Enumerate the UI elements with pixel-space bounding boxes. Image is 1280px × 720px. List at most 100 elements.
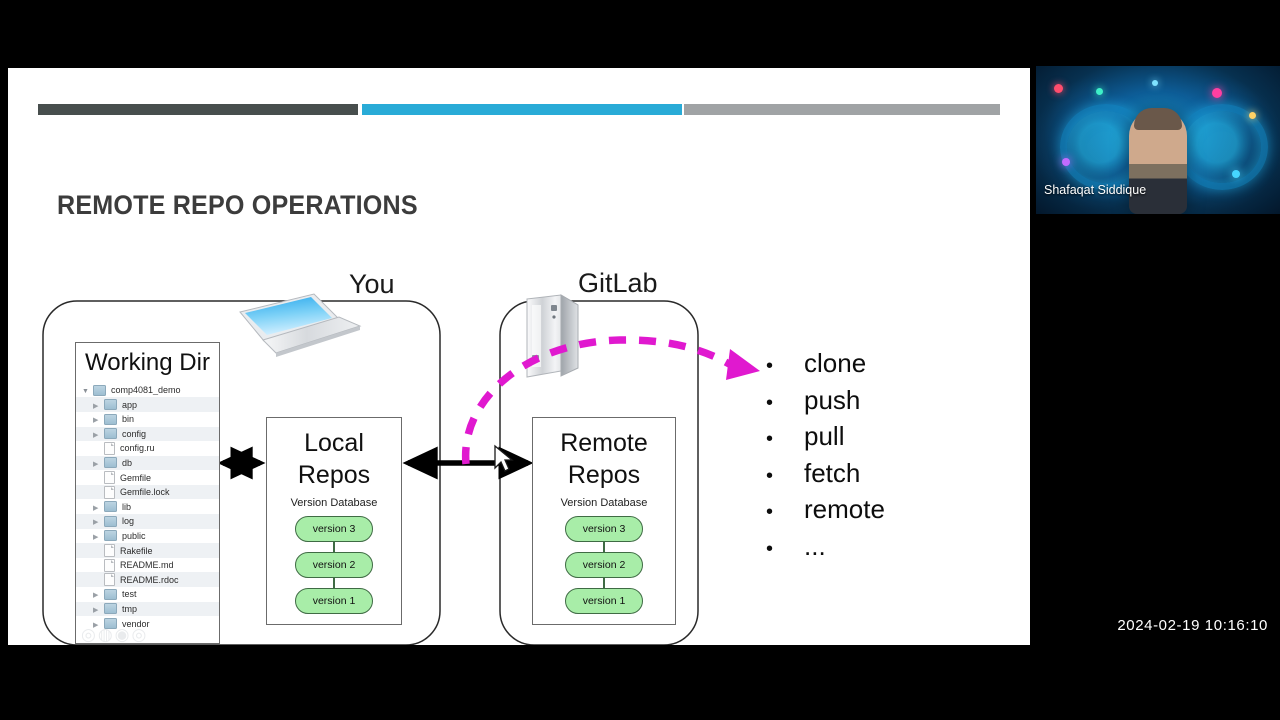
bullet-icon: • xyxy=(766,355,774,377)
chevron-right-icon: ▶ xyxy=(93,621,99,629)
file-tree-item-label: Gemfile.lock xyxy=(120,487,170,498)
operations-list: •clone•push•pull•fetch•remote•... xyxy=(766,348,885,567)
folder-icon xyxy=(104,501,117,513)
file-tree-row[interactable]: README.md xyxy=(76,558,219,573)
local-version-node: version 1 xyxy=(295,588,373,614)
chevron-right-icon: ▶ xyxy=(93,402,99,410)
working-dir-title: Working Dir xyxy=(85,349,210,376)
hud-spark xyxy=(1232,170,1240,178)
folder-icon xyxy=(104,399,117,411)
file-icon xyxy=(104,485,115,499)
webcam-tile[interactable]: Shafaqat Siddique xyxy=(1036,66,1280,214)
file-tree-item-label: lib xyxy=(122,501,132,512)
file-tree-item-label: README.rdoc xyxy=(120,574,179,585)
accent-bar-gray xyxy=(684,104,1000,115)
folder-icon xyxy=(104,457,117,469)
operation-list-item: •clone xyxy=(766,348,885,385)
remote-repos-title-line2: Repos xyxy=(567,461,641,489)
decorative-watermark: ◎◍◉◎ xyxy=(81,625,149,644)
file-tree-item-label: public xyxy=(122,530,146,541)
file-icon xyxy=(104,544,115,558)
file-tree-item-label: comp4081_demo xyxy=(111,385,181,396)
file-tree-row[interactable]: ▶public xyxy=(76,529,219,544)
bullet-icon: • xyxy=(766,391,774,414)
folder-icon xyxy=(93,384,106,396)
local-version-node: version 3 xyxy=(295,516,373,542)
mouse-cursor-pointer xyxy=(494,444,514,472)
hud-spark xyxy=(1054,84,1063,93)
file-tree-row[interactable]: ▶test xyxy=(76,587,219,602)
highlight-arrowhead xyxy=(726,349,760,380)
remote-version-node: version 3 xyxy=(565,516,643,542)
operation-list-item: •remote xyxy=(766,494,885,531)
file-tree-item-label: app xyxy=(122,399,138,410)
file-tree-row[interactable]: ▶tmp xyxy=(76,601,219,617)
file-tree-item-label: bin xyxy=(122,414,135,425)
file-tree-row[interactable]: ▶vendor xyxy=(76,616,219,631)
file-tree-row[interactable]: Gemfile xyxy=(76,470,219,485)
bullet-icon: • xyxy=(766,464,774,487)
version-link xyxy=(603,578,605,588)
file-tree-row[interactable]: Rakefile xyxy=(76,543,219,558)
file-tree-row[interactable]: ▶ config xyxy=(76,426,219,442)
participant-head xyxy=(1134,108,1182,130)
file-tree-item-label: Gemfile xyxy=(120,472,152,483)
file-tree-row[interactable]: README.rdoc xyxy=(76,572,219,588)
file-tree-item-label: test xyxy=(122,589,137,600)
accent-bar-dark xyxy=(38,104,358,115)
participant-name-label: Shafaqat Siddique xyxy=(1044,183,1147,197)
version-link xyxy=(603,542,605,552)
hud-spark xyxy=(1096,88,1103,95)
file-tree-item-label: config.ru xyxy=(120,443,155,454)
file-tree-row[interactable]: ▶ bin xyxy=(76,412,219,427)
local-repos-title: Local Repos xyxy=(267,427,401,491)
bullet-icon: • xyxy=(766,537,774,560)
folder-icon xyxy=(104,588,117,600)
file-tree-item-label: db xyxy=(122,457,133,468)
file-icon xyxy=(104,471,115,485)
file-tree-item-label: README.md xyxy=(120,560,174,571)
folder-icon xyxy=(104,603,117,615)
file-tree-row[interactable]: ▼comp4081_demo xyxy=(76,383,219,398)
file-tree-row[interactable]: config.ru xyxy=(76,441,219,456)
file-tree[interactable]: ▼comp4081_demo ▶ app ▶ bin ▶ config config.ru ▶ d… xyxy=(76,383,219,631)
file-tree-row[interactable]: Gemfile.lock xyxy=(76,484,219,500)
laptop-icon xyxy=(239,293,362,357)
operation-list-item: •push xyxy=(766,385,885,422)
actor-label-gitlab: GitLab xyxy=(578,268,658,298)
file-tree-row[interactable]: ▶ db xyxy=(76,455,219,471)
actor-label-you: You xyxy=(349,269,395,299)
shared-slide: REMOTE REPO OPERATIONS xyxy=(8,68,1030,645)
accent-bar-cyan xyxy=(362,104,682,115)
remote-repo-diagram: You GitLab Working Dir ▼comp4081_demo ▶ ap… xyxy=(8,68,1030,645)
chevron-right-icon: ▶ xyxy=(93,431,99,439)
chevron-right-icon: ▶ xyxy=(93,417,99,425)
remote-version-node: version 1 xyxy=(565,588,643,614)
version-link xyxy=(333,542,335,552)
version-link xyxy=(333,578,335,588)
local-repos-title-line1: Local xyxy=(304,429,364,457)
chevron-right-icon: ▶ xyxy=(93,460,99,468)
operation-list-item: •pull xyxy=(766,421,885,458)
chevron-right-icon: ▶ xyxy=(93,504,99,512)
chevron-right-icon: ▶ xyxy=(93,519,99,527)
file-tree-row[interactable]: ▶ log xyxy=(76,514,219,529)
folder-icon xyxy=(104,530,117,542)
file-icon xyxy=(104,573,115,587)
operation-label: fetch xyxy=(804,457,861,488)
hud-spark xyxy=(1249,112,1256,119)
local-version-db-caption: Version Database xyxy=(290,497,378,509)
bullet-icon: • xyxy=(766,428,774,450)
file-tree-row[interactable]: ▶ lib xyxy=(76,499,219,514)
file-tree-row[interactable]: ▶ app xyxy=(76,397,219,412)
recording-timestamp: 2024-02-19 10:16:10 xyxy=(1117,617,1268,634)
local-repos-title-line2: Repos xyxy=(297,461,371,489)
working-dir-panel: Working Dir ▼comp4081_demo ▶ app ▶ bin ▶ confi… xyxy=(75,342,220,644)
file-tree-item-label: config xyxy=(122,428,147,439)
chevron-right-icon: ▶ xyxy=(93,606,99,614)
file-tree-item-label: log xyxy=(122,516,135,527)
file-icon xyxy=(104,441,115,455)
